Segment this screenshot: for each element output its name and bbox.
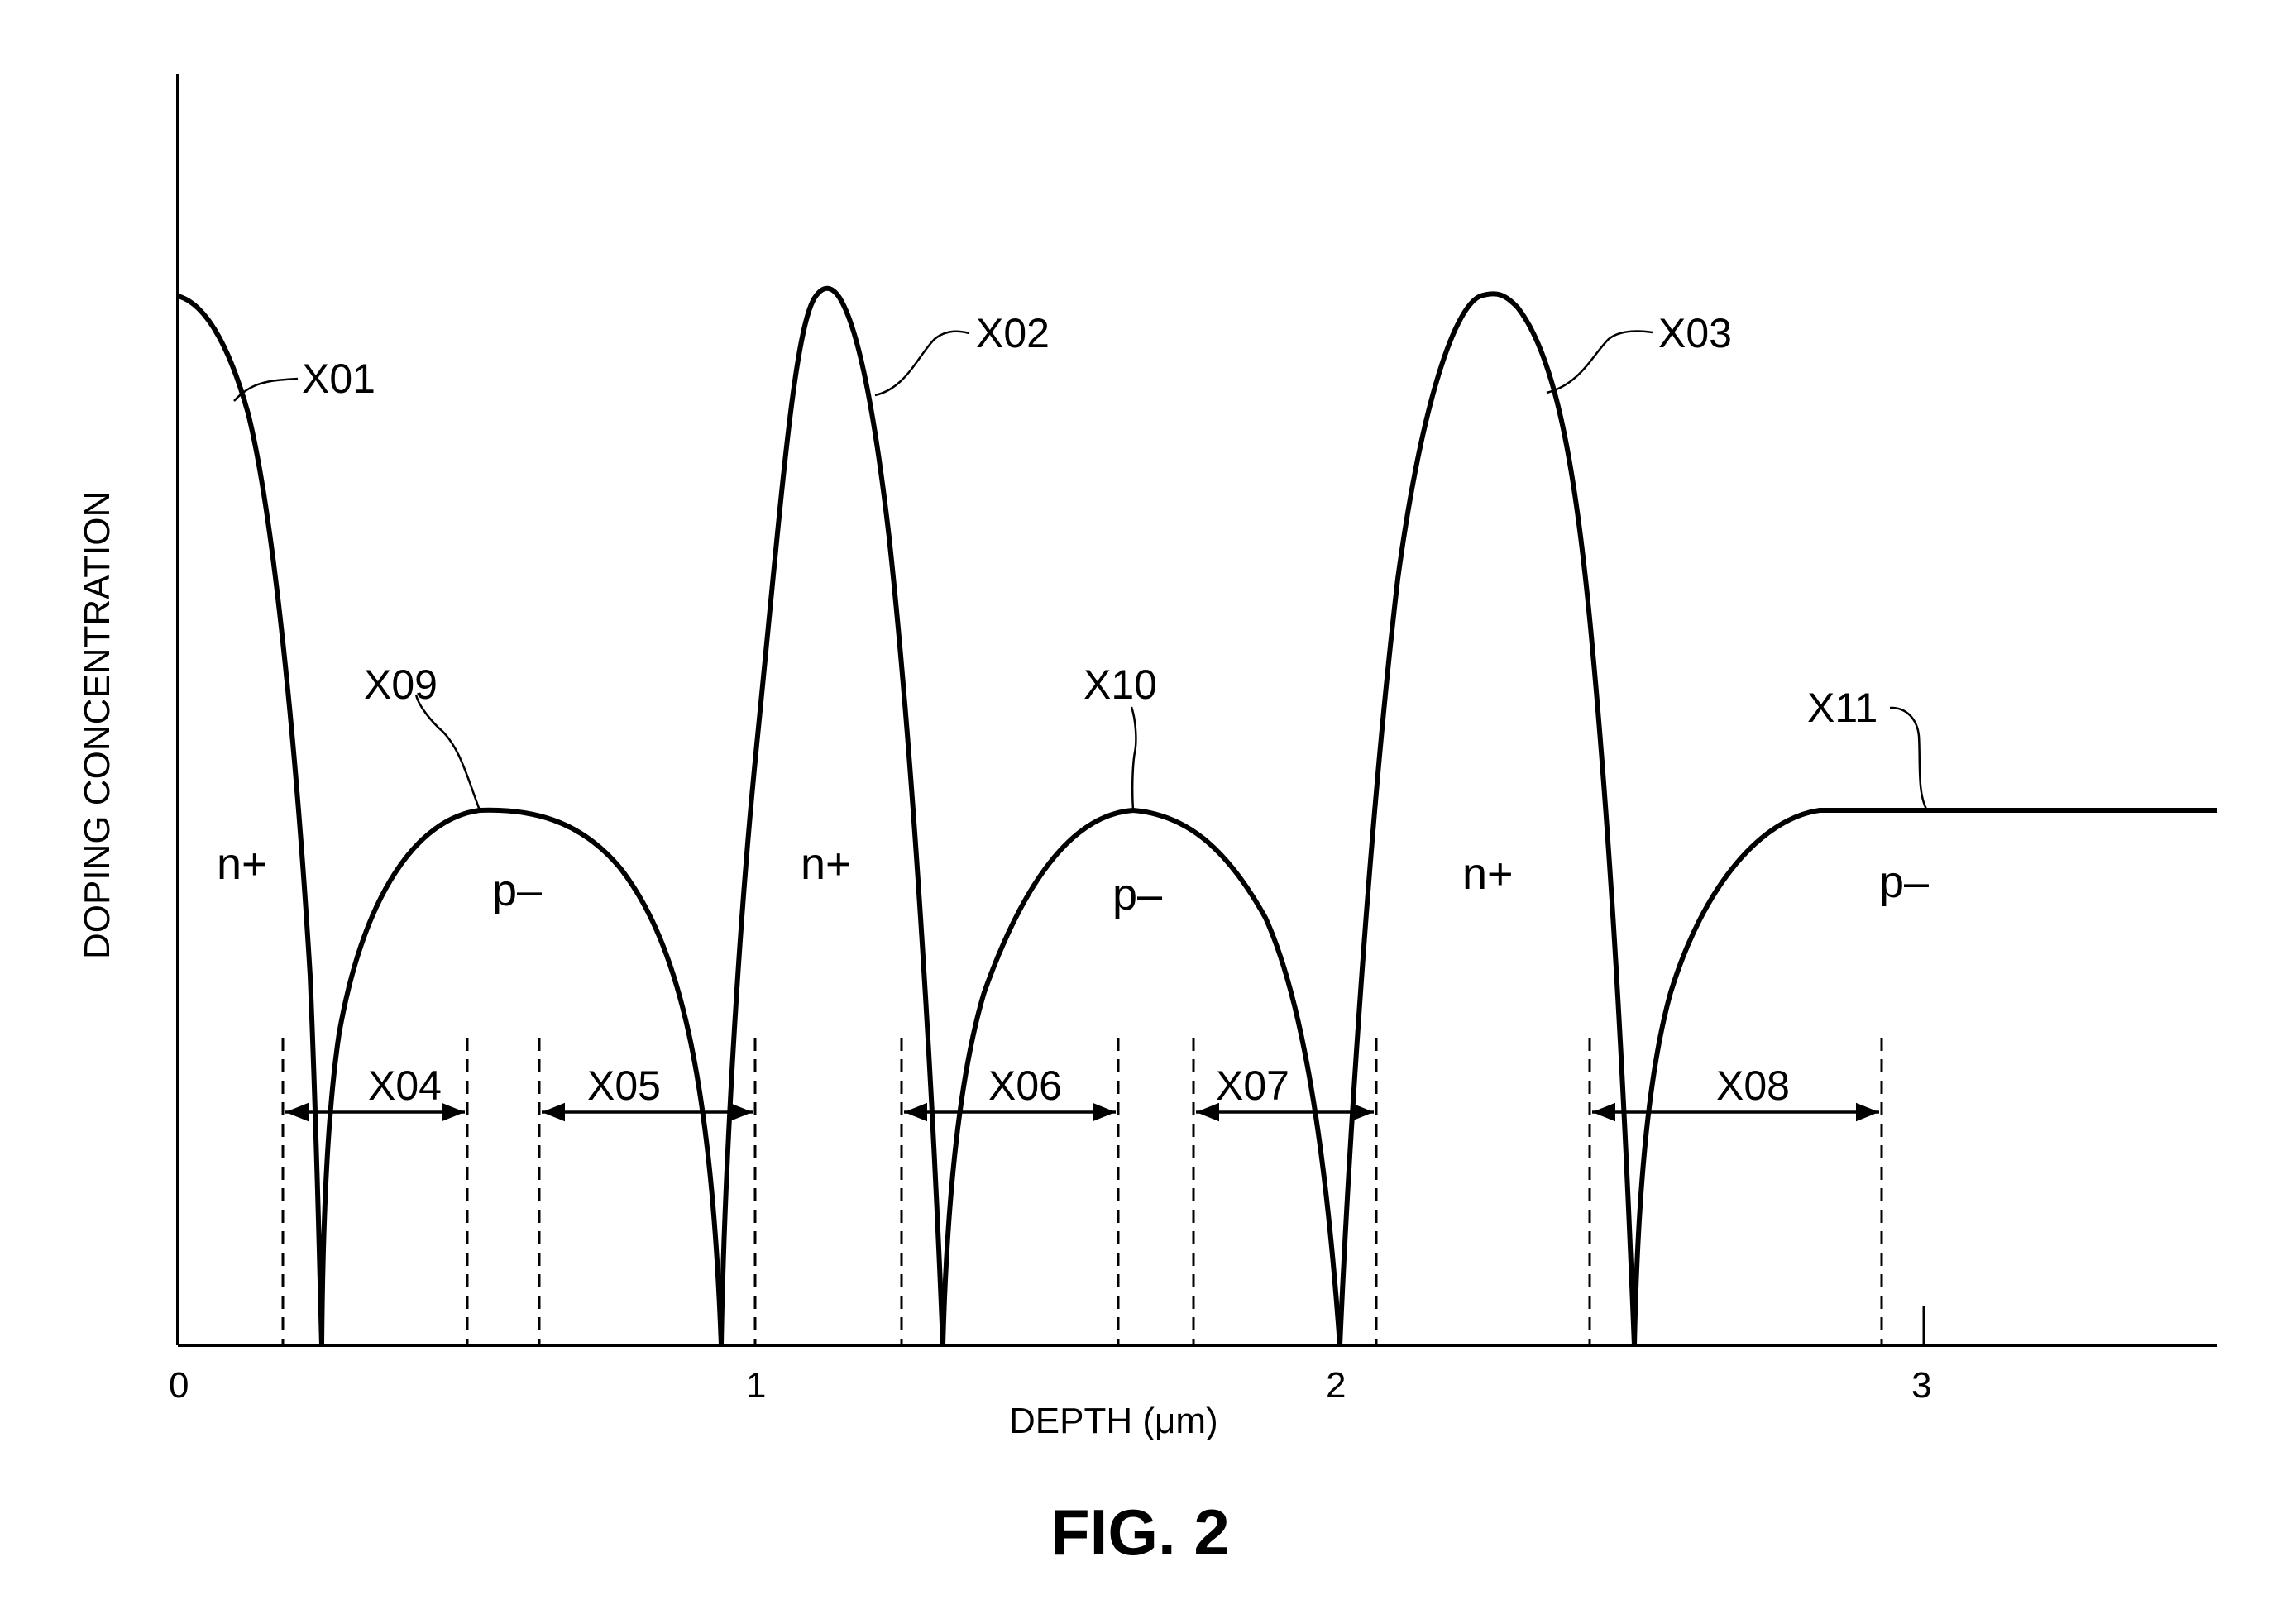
- region-label-p-minus-3: p–: [1879, 857, 1929, 907]
- label-x01: X01: [302, 356, 375, 402]
- label-x02: X02: [976, 310, 1050, 356]
- curve-x11-p-minus: [1632, 808, 2217, 1346]
- label-x10: X10: [1083, 661, 1157, 708]
- figure-caption: FIG. 2: [1050, 1496, 1230, 1569]
- span-label-x06: X06: [988, 1062, 1062, 1109]
- label-x03: X03: [1658, 310, 1732, 356]
- doping-curves: [177, 285, 2217, 1346]
- x-axis-title: DEPTH (μm): [1009, 1401, 1218, 1441]
- span-label-x04: X04: [368, 1062, 442, 1109]
- span-label-x05: X05: [587, 1062, 661, 1109]
- x-tick-2: 2: [1326, 1365, 1346, 1406]
- label-x11: X11: [1807, 685, 1877, 731]
- curve-x02-n-plus: [719, 285, 945, 1346]
- span-label-x07: X07: [1216, 1062, 1289, 1109]
- region-label-n-plus-2: n+: [801, 839, 852, 889]
- leader-lines: [233, 330, 1929, 811]
- region-label-n-plus-1: n+: [217, 839, 268, 889]
- span-label-x08: X08: [1716, 1062, 1790, 1109]
- curve-x09-p-minus: [319, 807, 724, 1346]
- label-x09: X09: [364, 661, 438, 708]
- curve-x01-n-plus: [177, 294, 324, 1346]
- region-label-p-minus-1: p–: [492, 866, 542, 915]
- curve-x03-n-plus: [1337, 291, 1637, 1346]
- x-tick-0: 0: [169, 1365, 189, 1406]
- x-tick-3: 3: [1911, 1365, 1931, 1406]
- x-tick-1: 1: [746, 1365, 766, 1406]
- region-label-n-plus-3: n+: [1462, 849, 1514, 899]
- dashed-guides: [281, 1038, 1883, 1345]
- y-axis-title: DOPING CONCENTRATION: [77, 491, 117, 959]
- region-label-p-minus-2: p–: [1112, 870, 1162, 919]
